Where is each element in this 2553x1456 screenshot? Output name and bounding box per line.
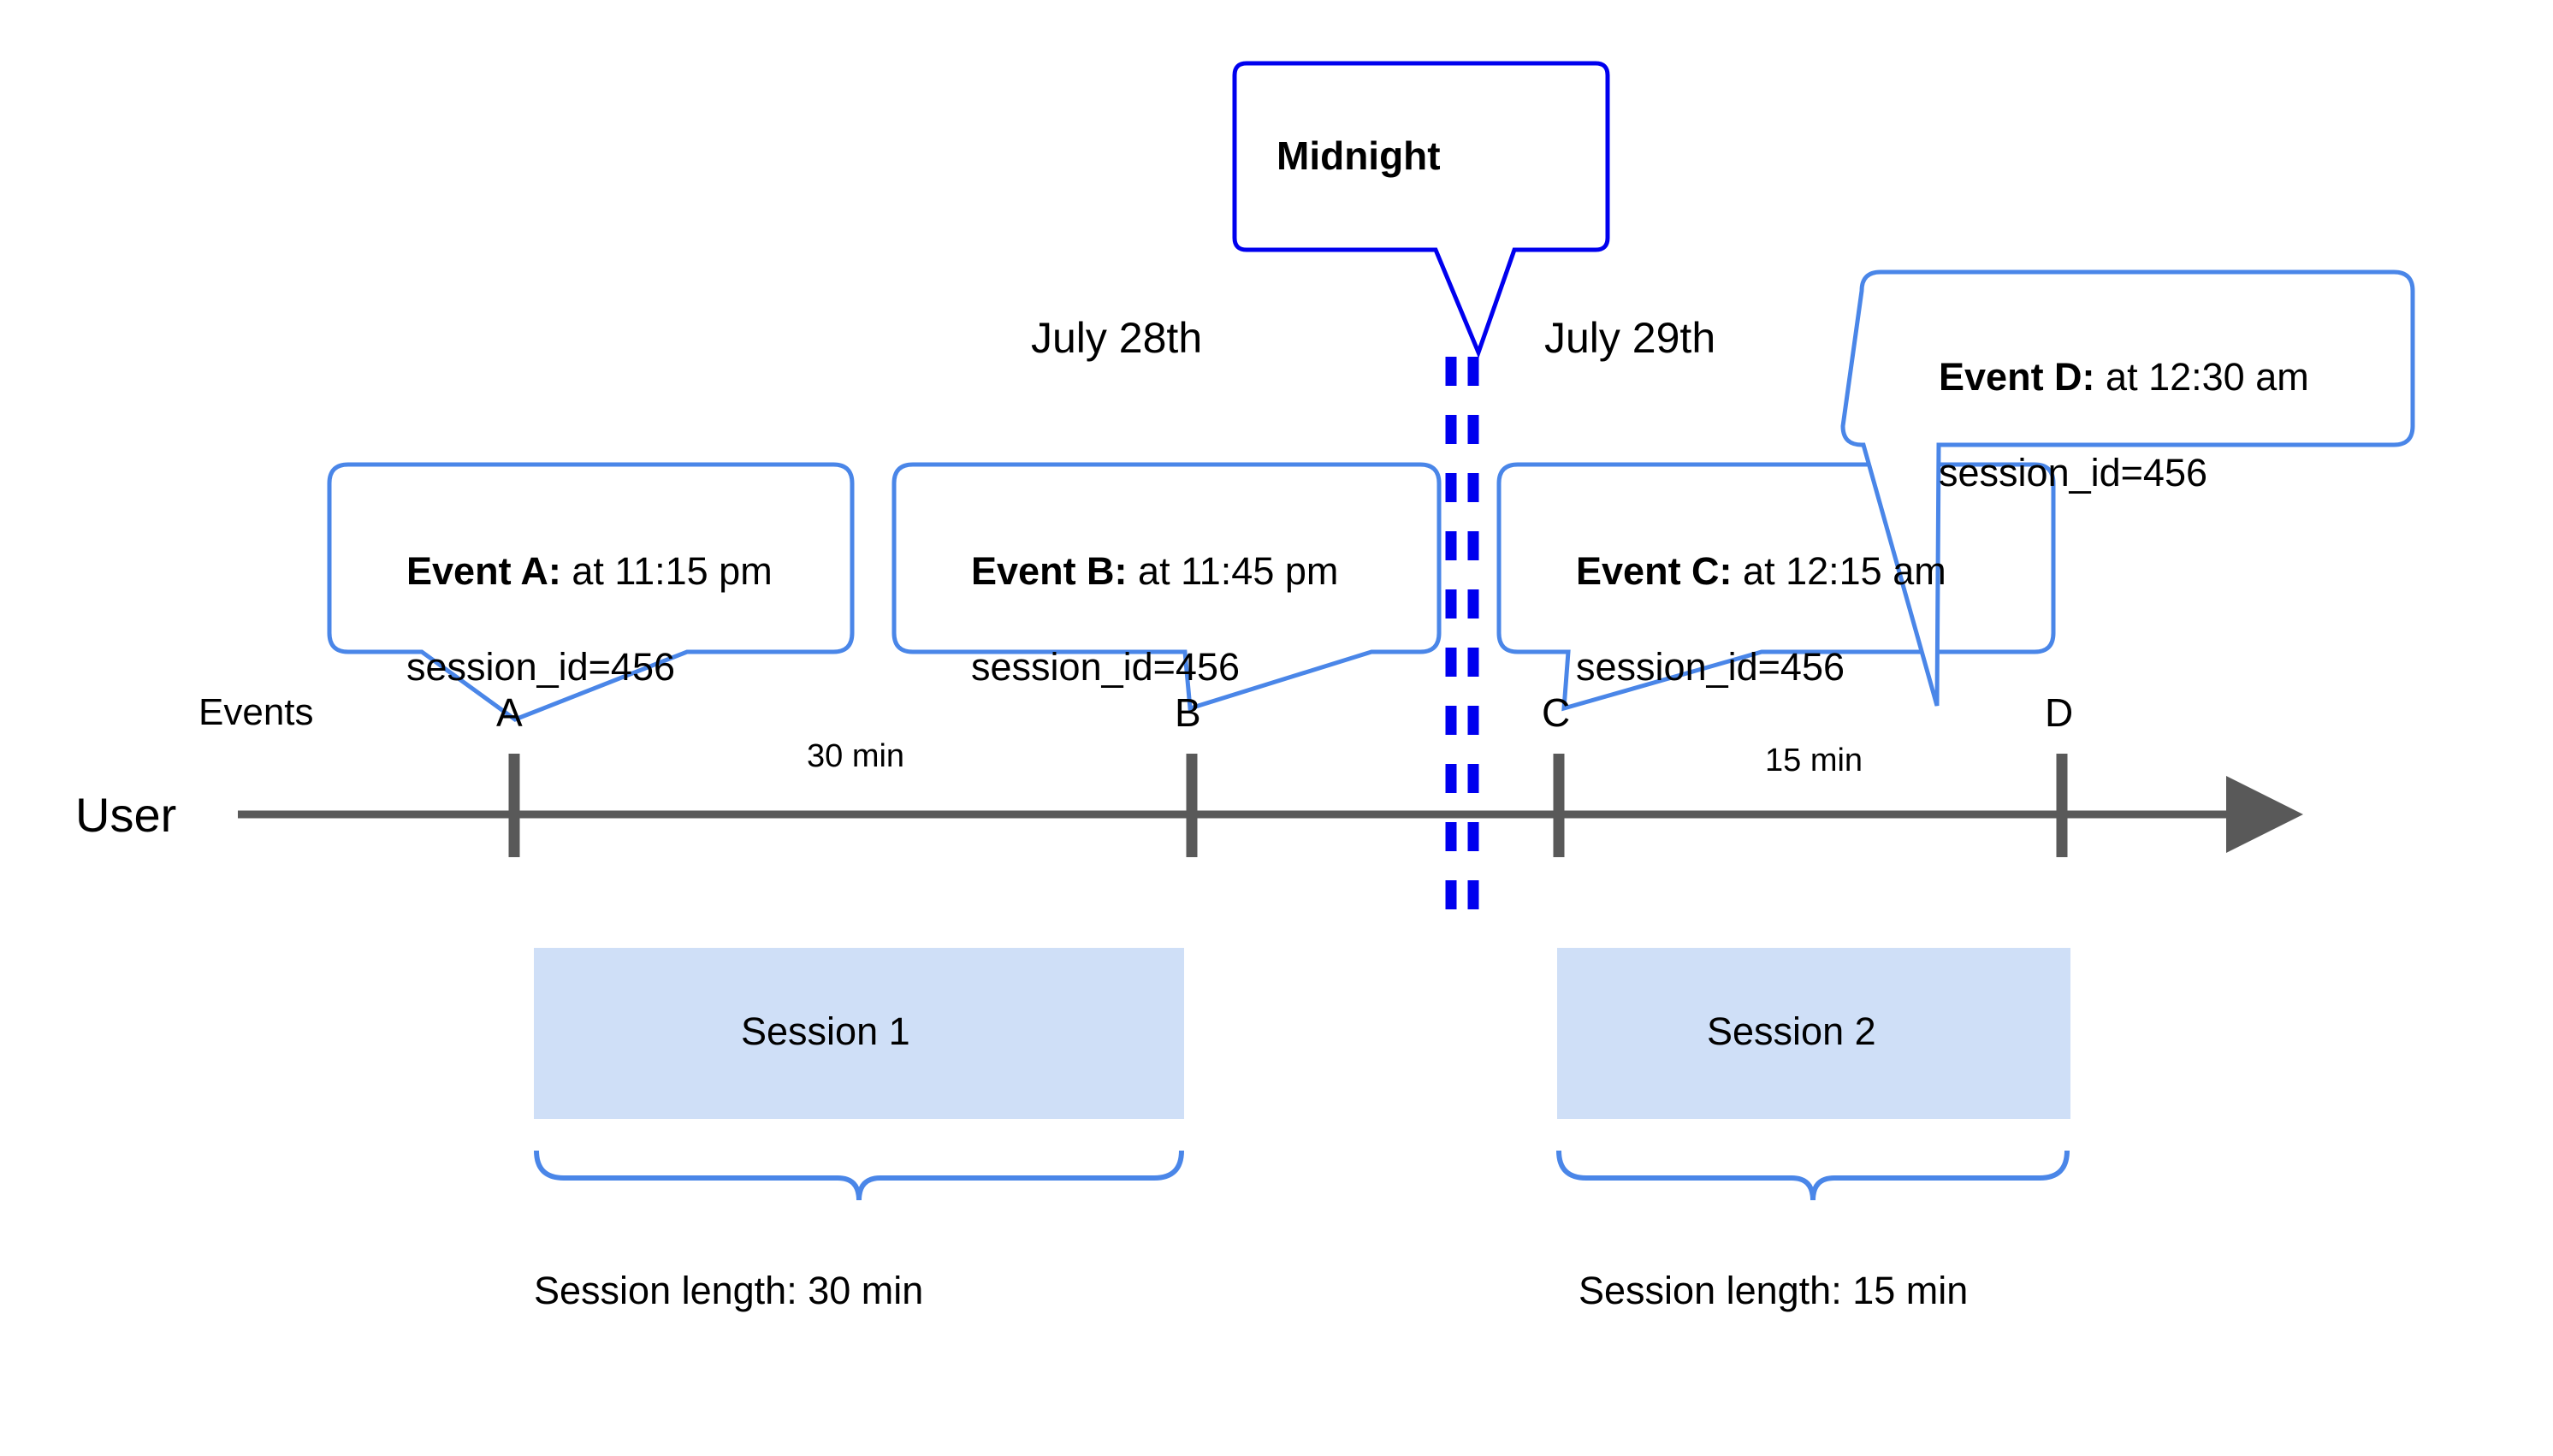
session-2-length-label: Session length: 15 min [1579, 1269, 1969, 1312]
session-2-brace [1556, 1150, 2070, 1201]
event-d-attribute: session_id=456 [1939, 451, 2208, 494]
date-label-july-29: July 29th [1544, 314, 1716, 362]
event-tick-label-c: C [1542, 690, 1571, 735]
session-1-box [534, 948, 1184, 1119]
event-d-name: Event D: [1939, 355, 2095, 399]
event-b-time: at 11:45 pm [1127, 549, 1339, 593]
session-1-name: Session 1 [741, 1009, 910, 1053]
session-1-length-label: Session length: 30 min [534, 1269, 924, 1312]
event-c-callout-text: Event C: at 12:15 am session_id=456 [1533, 500, 1946, 739]
event-tick-label-b: B [1175, 690, 1201, 735]
event-a-name: Event A: [406, 549, 561, 593]
event-tick-label-a: A [496, 690, 523, 735]
event-c-attribute: session_id=456 [1576, 645, 1845, 689]
midnight-label: Midnight [1276, 133, 1441, 178]
session-2-name: Session 2 [1707, 1009, 1876, 1053]
lane-label-user: User [75, 788, 177, 842]
event-d-callout-text: Event D: at 12:30 am session_id=456 [1896, 305, 2309, 545]
date-label-july-28: July 28th [1031, 314, 1203, 362]
event-d-callout-shape [1840, 269, 2415, 707]
event-b-callout-shape [891, 462, 1442, 712]
event-b-attribute: session_id=456 [971, 645, 1241, 689]
event-a-callout-text: Event A: at 11:15 pm session_id=456 [364, 500, 773, 739]
event-b-callout-text: Event B: at 11:45 pm session_id=456 [928, 500, 1338, 739]
gap-label-15-min: 15 min [1765, 743, 1863, 778]
session-1-brace [534, 1150, 1184, 1201]
event-a-time: at 11:15 pm [560, 549, 773, 593]
event-d-time: at 12:30 am [2094, 355, 2309, 399]
session-2-box [1557, 948, 2070, 1119]
event-tick-label-d: D [2045, 690, 2074, 735]
lane-label-events: Events [198, 691, 314, 733]
event-a-attribute: session_id=456 [406, 645, 676, 689]
event-a-callout-shape [327, 462, 855, 722]
event-b-name: Event B: [971, 549, 1128, 593]
event-c-name: Event C: [1576, 549, 1733, 593]
midnight-callout-shape [1232, 61, 1610, 358]
event-c-time: at 12:15 am [1732, 549, 1946, 593]
gap-label-30-min: 30 min [807, 738, 905, 774]
